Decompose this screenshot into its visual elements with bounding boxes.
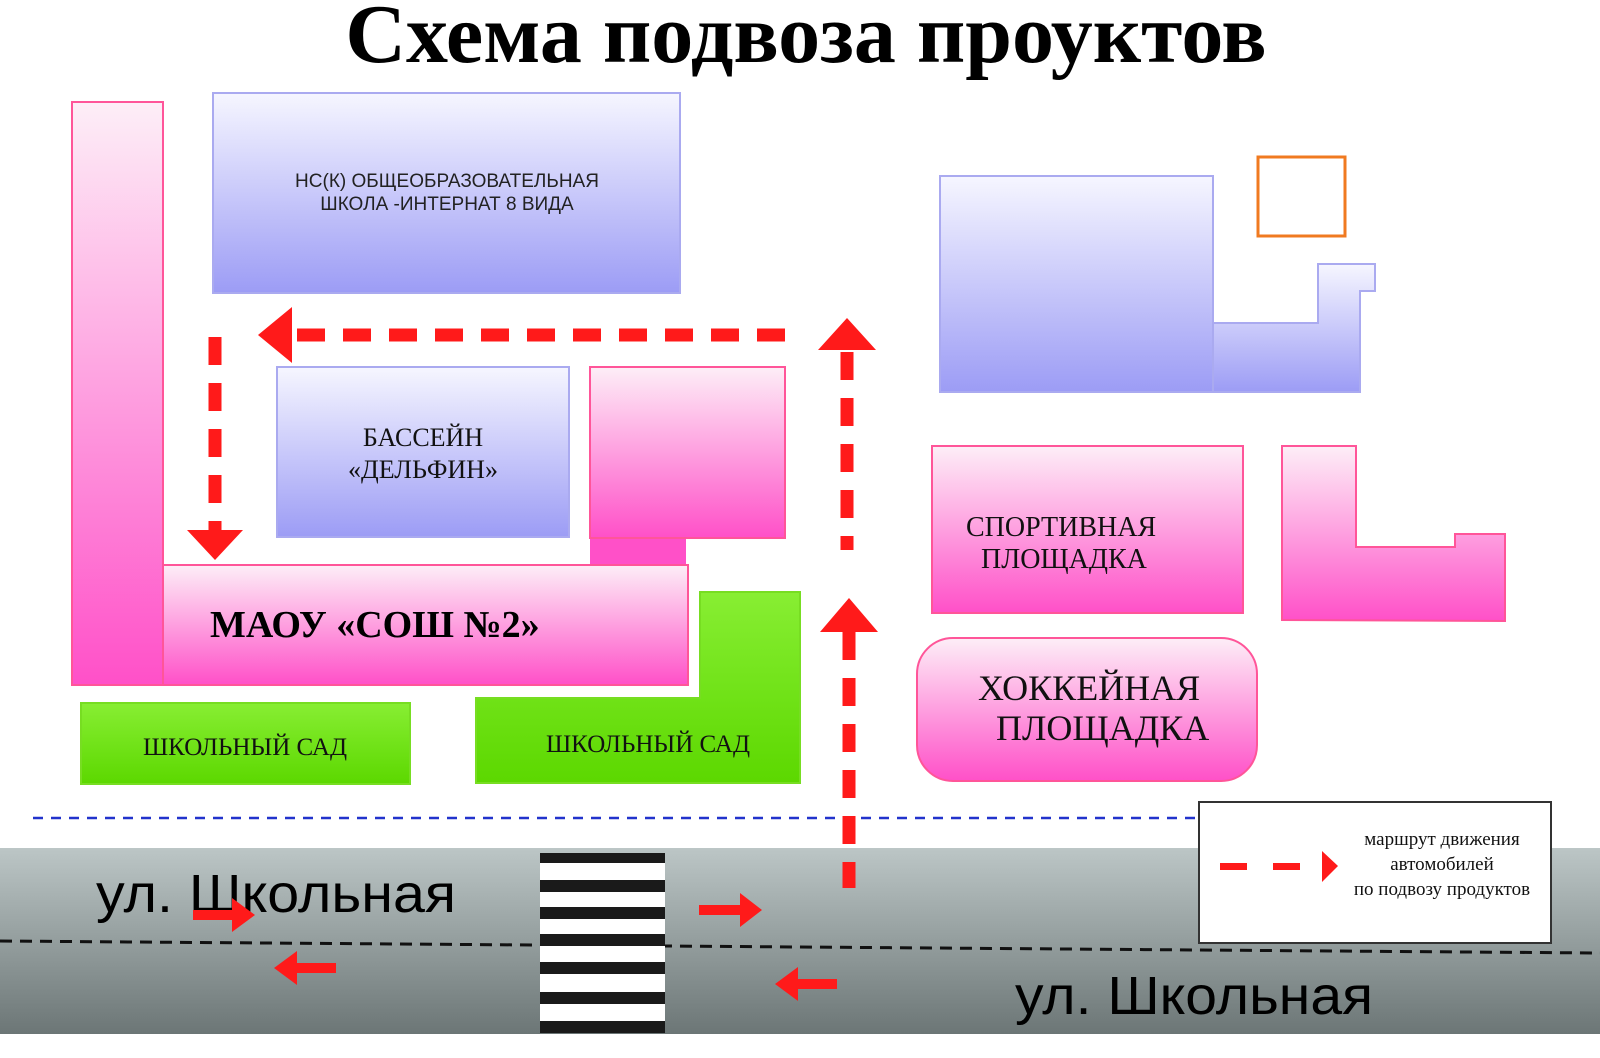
route-arrowhead-up-icon: [818, 318, 876, 350]
pool-building: [276, 366, 570, 538]
garden-right-label: ШКОЛЬНЫЙ САД: [546, 730, 750, 758]
road-center-line: [0, 939, 1600, 955]
internat-label-line2: ШКОЛА -ИНТЕРНАТ 8 ВИДА: [320, 194, 574, 215]
legend-line2: автомобилей: [1390, 854, 1494, 875]
building-right-annex: [1212, 263, 1376, 393]
route-arrowhead-left-icon: [258, 307, 292, 363]
building-right-top: [939, 175, 1214, 393]
route-arrowhead-down-icon: [187, 530, 243, 560]
garden-left-label: ШКОЛЬНЫЙ САД: [143, 733, 347, 761]
hockey-label-line2: ПЛОЩАДКА: [996, 708, 1209, 748]
sports-label-line1: СПОРТИВНАЯ: [966, 512, 1156, 543]
legend-line3: по подвозу продуктов: [1354, 879, 1530, 900]
legend: маршрут движения автомобилей по подвозу …: [1198, 801, 1552, 944]
arrow-right-icon: [193, 898, 255, 932]
sports-ground: [931, 445, 1244, 614]
small-structure: [1256, 155, 1347, 238]
traffic-arrows: [193, 893, 837, 1001]
pool-label-line1: БАССЕЙН: [363, 423, 483, 452]
crosswalk: [540, 853, 665, 1033]
legend-line1: маршрут движения: [1364, 829, 1520, 850]
building-right-l-shape: [1281, 445, 1506, 623]
diagram-title: Схема подвоза проуктов: [345, 0, 1266, 81]
sports-label-line2: ПЛОЩАДКА: [981, 544, 1148, 575]
arrow-left-icon: [775, 967, 837, 1001]
school-garden-left: [80, 702, 411, 785]
hockey-label-line1: ХОККЕЙНАЯ: [978, 668, 1200, 708]
school-garden-right: [475, 591, 801, 784]
school-main: [162, 564, 689, 686]
school-annex: [589, 366, 786, 539]
arrow-right-icon: [699, 893, 762, 927]
internat-building: [212, 92, 681, 294]
pool-label-line2: «ДЕЛЬФИН»: [348, 455, 498, 484]
street-label-bottom: ул. Школьная: [1015, 966, 1373, 1026]
route-arrowhead-up-icon: [820, 598, 878, 632]
school-wing-vertical: [71, 101, 164, 686]
school-label: МАОУ «СОШ №2»: [210, 604, 540, 646]
arrow-left-icon: [274, 951, 336, 985]
hockey-rink: [916, 637, 1258, 782]
school-connector: [590, 536, 686, 566]
delivery-route: [208, 328, 856, 888]
internat-label-line1: НС(К) ОБЩЕОБРАЗОВАТЕЛЬНАЯ: [295, 171, 599, 192]
street-label-top: ул. Школьная: [96, 864, 456, 924]
route-legend-symbol-icon: [1220, 851, 1338, 882]
